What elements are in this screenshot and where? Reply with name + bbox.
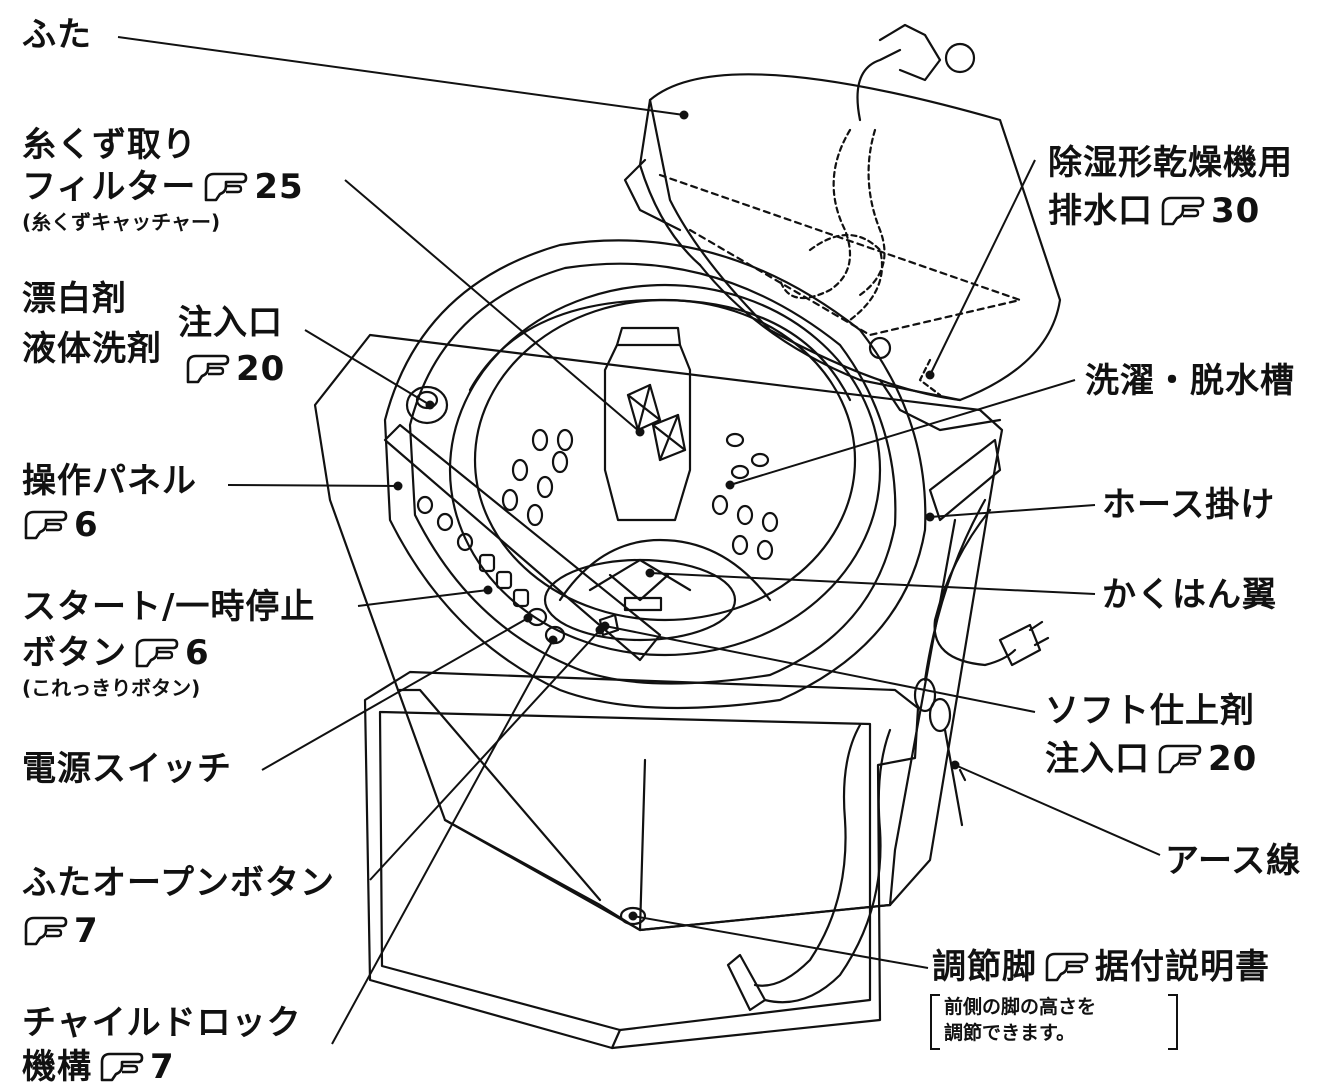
top-deck: [383, 239, 927, 710]
label-inlet-ref: 20: [184, 348, 285, 390]
leader-agitator: [649, 572, 1096, 595]
label-dehumid-line2: 排水口 30: [1048, 190, 1260, 232]
label-dehumid-page: 30: [1211, 191, 1261, 231]
label-tub: 洗濯・脱水槽: [1085, 361, 1295, 401]
cabinet-body: [313, 333, 1004, 932]
leader-lid: [117, 36, 685, 116]
lint-filter: [603, 326, 692, 522]
label-lid-open-page: 7: [74, 911, 99, 951]
label-child-lock-text: 機構: [22, 1047, 92, 1087]
label-inlet-page: 20: [236, 349, 286, 389]
tub-holes: [501, 428, 779, 561]
label-lint-filter-text: フィルター: [22, 167, 197, 207]
label-lid-open-line1: ふたオープンボタン: [22, 863, 335, 903]
note-bracket-right: [1168, 994, 1178, 1050]
pointing-hand-icon: [22, 508, 68, 542]
label-foot-ref: 据付説明書: [1095, 947, 1270, 987]
leader-start: [357, 589, 489, 607]
label-foot-note-line2: 調節できます。: [944, 1022, 1076, 1044]
drain-hose: [726, 723, 892, 1012]
label-panel: 操作パネル: [22, 461, 197, 501]
pointing-hand-icon: [22, 914, 68, 948]
label-start-line2: ボタン 6: [22, 632, 210, 674]
leader-foot: [632, 915, 929, 969]
label-lint-filter-sub: (糸くずキャッチャー): [22, 210, 221, 234]
label-panel-ref: 6: [22, 504, 99, 546]
base-platform: [363, 670, 920, 1050]
leader-softener: [604, 625, 1036, 713]
tub: [448, 283, 882, 657]
leader-panel: [227, 484, 399, 487]
label-lint-filter-line2: フィルター 25: [22, 166, 304, 208]
label-agitator: かくはん翼: [1102, 575, 1277, 615]
leader-lid-open: [369, 629, 601, 881]
pointing-hand-icon: [1156, 742, 1202, 776]
leader-earth: [954, 764, 1161, 856]
lid: [623, 73, 1062, 432]
label-child-lock-line2: 機構 7: [22, 1046, 175, 1088]
label-child-lock-line1: チャイルドロック: [22, 1003, 302, 1043]
earth-wire: [913, 498, 987, 827]
label-lint-filter-page: 25: [254, 167, 304, 207]
label-lid-open-ref: 7: [22, 910, 99, 952]
label-hose-hook: ホース掛け: [1102, 485, 1276, 525]
label-softener-line1: ソフト仕上剤: [1045, 691, 1255, 731]
label-panel-page: 6: [74, 505, 99, 545]
pointing-hand-icon: [202, 170, 248, 204]
label-foot: 調節脚 据付説明書: [932, 946, 1270, 988]
label-dehumid-line1: 除湿形乾燥機用: [1048, 143, 1293, 183]
pointing-hand-icon: [1043, 950, 1089, 984]
label-earth: アース線: [1165, 841, 1302, 881]
agitator: [543, 558, 737, 642]
faucet-hose: [778, 23, 976, 322]
leader-child-lock: [331, 639, 554, 1045]
label-softener-text: 注入口: [1045, 739, 1150, 779]
power-cord: [933, 508, 1050, 667]
label-softener-line2: 注入口 20: [1045, 738, 1257, 780]
leader-bleach-inlet: [304, 329, 431, 406]
pointing-hand-icon: [1159, 194, 1205, 228]
leader-lint-filter: [344, 179, 641, 433]
label-child-lock-page: 7: [150, 1047, 175, 1087]
label-start-sub: (これっきりボタン): [22, 676, 201, 700]
pointing-hand-icon: [98, 1050, 144, 1084]
label-lint-filter-line1: 糸くず取り: [22, 125, 197, 165]
leader-tub: [729, 379, 1076, 486]
label-power: 電源スイッチ: [22, 749, 232, 789]
pointing-hand-icon: [133, 636, 179, 670]
leader-hose-hook: [929, 504, 1096, 518]
label-start-line1: スタート/一時停止: [22, 587, 316, 627]
label-lid: ふた: [22, 15, 92, 55]
hose-hook: [928, 438, 1002, 522]
note-bracket-left: [930, 994, 940, 1050]
leader-power: [261, 617, 529, 771]
label-softener-page: 20: [1208, 739, 1258, 779]
label-bleach-line1: 漂白剤: [22, 279, 127, 319]
label-dehumid-text: 排水口: [1048, 191, 1153, 231]
adjusting-foot: [619, 906, 647, 926]
label-start-page: 6: [185, 633, 210, 673]
pointing-hand-icon: [184, 352, 230, 386]
label-start-text: ボタン: [22, 633, 127, 673]
label-inlet: 注入口: [178, 303, 283, 343]
label-foot-note-line1: 前側の脚の高さを: [944, 996, 1097, 1018]
label-foot-text: 調節脚: [932, 947, 1037, 987]
label-bleach-line2: 液体洗剤: [22, 329, 162, 369]
leader-dehumid: [929, 159, 1036, 376]
